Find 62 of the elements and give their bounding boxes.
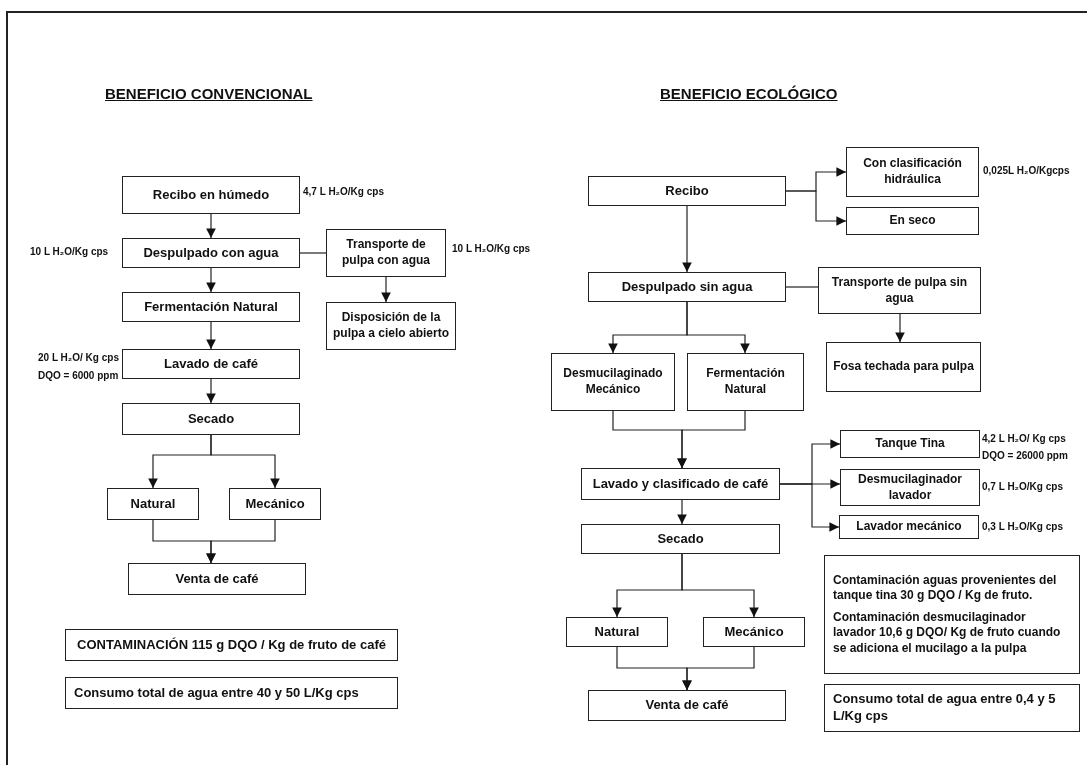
arrow [779, 483, 840, 532]
connector-line [785, 286, 819, 288]
annotation-text: 10 L H₂O/Kg cps [30, 246, 109, 258]
section-heading: BENEFICIO CONVENCIONAL [105, 85, 313, 102]
connector-line [299, 252, 327, 254]
arrow [206, 378, 216, 404]
process-box: Transporte de pulpa con agua [326, 229, 446, 277]
process-box: Recibo en húmedo [122, 176, 300, 214]
annotation-text: 4,2 L H₂O/ Kg cps [982, 433, 1066, 445]
process-box: Venta de café [588, 690, 786, 721]
arrow [686, 301, 750, 354]
annotation-text: 4,7 L H₂O/Kg cps [303, 186, 384, 198]
arrow [785, 190, 847, 226]
process-box: Lavado y clasificado de café [581, 468, 780, 500]
process-box: Mecánico [229, 488, 321, 520]
process-box: Despulpado sin agua [588, 272, 786, 302]
arrow [206, 213, 216, 239]
arrow [206, 267, 216, 293]
process-box: En seco [846, 207, 979, 235]
process-box: Tanque Tina [840, 430, 980, 458]
annotation-text: DQO = 6000 ppm [38, 370, 119, 382]
note-text: Contaminación aguas provenientes del tanque tina 30 g DQO / Kg de fruto. [833, 572, 1058, 604]
arrow [206, 519, 276, 564]
annotation-text: 0,7 L H₂O/Kg cps [982, 481, 1063, 493]
annotation-text: 20 L H₂O/ Kg cps [38, 352, 119, 364]
arrow [895, 313, 905, 343]
arrow [381, 276, 391, 303]
annotation-text: DQO = 26000 ppm [982, 450, 1068, 462]
note-text: Contaminación desmucilaginador lavador 10,6 g DQO/ Kg de fruto cuando se adiciona el mucilago a la pulpa [833, 609, 1062, 657]
process-box: Secado [581, 524, 780, 554]
process-box: Despulpado con agua [122, 238, 300, 268]
section-heading: BENEFICIO ECOLÓGICO [660, 85, 838, 102]
process-box: Con clasificación hidráulica [846, 147, 979, 197]
arrow [677, 410, 746, 469]
process-box: Fermentación Natural [687, 353, 804, 411]
process-box: Disposición de la pulpa a cielo abierto [326, 302, 456, 350]
process-box: Fermentación Natural [122, 292, 300, 322]
annotation-text: 0,3 L H₂O/Kg cps [982, 521, 1063, 533]
process-box: Recibo [588, 176, 786, 206]
process-box: Consumo total de agua entre 40 y 50 L/Kg cps [65, 677, 398, 709]
arrow [682, 646, 755, 691]
process-box: Desmucilaginado Mecánico [551, 353, 675, 411]
process-box: Transporte de pulpa sin agua [818, 267, 981, 314]
annotation-text: 10 L H₂O/Kg cps [452, 243, 531, 255]
process-box: Lavado de café [122, 349, 300, 379]
process-box: Fosa techada para pulpa [826, 342, 981, 392]
arrow [206, 321, 216, 350]
process-box: Natural [566, 617, 668, 647]
note-box [824, 555, 1080, 674]
arrow [210, 434, 280, 489]
process-box: Mecánico [703, 617, 805, 647]
arrow [681, 553, 759, 618]
process-box: CONTAMINACIÓN 115 g DQO / Kg de fruto de café [65, 629, 398, 661]
arrow [682, 205, 692, 273]
process-box: Desmucilaginador lavador [840, 469, 980, 507]
process-box: Consumo total de agua entre 0,4 y 5 L/Kg cps [824, 684, 1080, 732]
arrow [677, 499, 687, 525]
process-box: Secado [122, 403, 300, 435]
annotation-text: 0,025L H₂O/Kgcps [983, 165, 1070, 177]
process-box: Natural [107, 488, 199, 520]
process-box: Venta de café [128, 563, 306, 595]
process-box: Lavador mecánico [839, 515, 979, 539]
